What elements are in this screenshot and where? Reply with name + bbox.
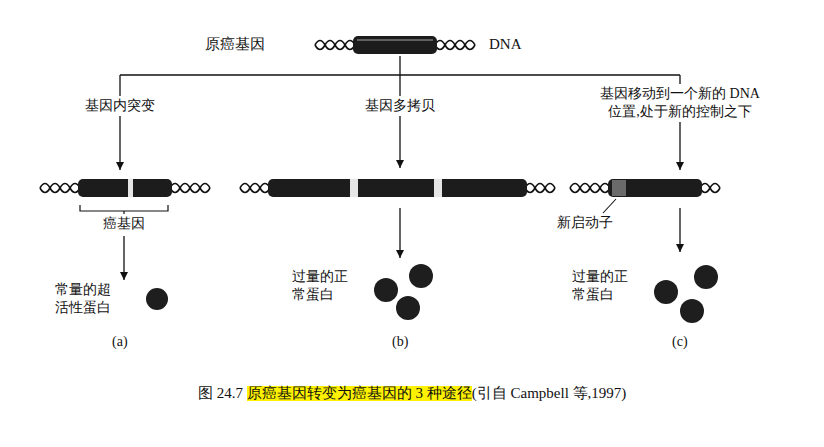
mutation-band (128, 179, 133, 197)
copy-junction (350, 179, 358, 197)
gene-cylinder (608, 179, 702, 197)
oncogene-label: 癌基因 (103, 215, 145, 233)
protein-label: 常量的超活性蛋白 (55, 281, 115, 317)
copy-junction (434, 179, 442, 197)
panel-letter: (b) (392, 333, 408, 351)
panel-letter: (a) (112, 333, 128, 351)
gene-label: 原癌基因 (205, 35, 265, 55)
protein-dots (146, 264, 718, 323)
protein-label: 过量的正常蛋白 (572, 268, 632, 304)
pathway-label: 基因多拷贝 (362, 96, 438, 116)
leader-line (603, 199, 616, 213)
figure-caption: 图 24.7 原癌基因转变为癌基因的 3 种途径(引自 Campbell 等,1… (198, 384, 626, 404)
gene-cylinder (268, 179, 527, 197)
pathway-label: 基因移动到一个新的 DNA 位置,处于新的控制之下 (593, 84, 767, 122)
gene-cylinder (78, 179, 172, 197)
gene-cylinder (353, 36, 437, 54)
promoter-label: 新启动子 (557, 214, 613, 232)
protein-label: 过量的正常蛋白 (292, 268, 352, 304)
promoter-region (612, 180, 626, 196)
bracket (80, 205, 168, 214)
dna-label: DNA (489, 35, 522, 55)
pathway-label: 基因内突变 (82, 96, 158, 116)
panel-letter: (c) (672, 333, 688, 351)
